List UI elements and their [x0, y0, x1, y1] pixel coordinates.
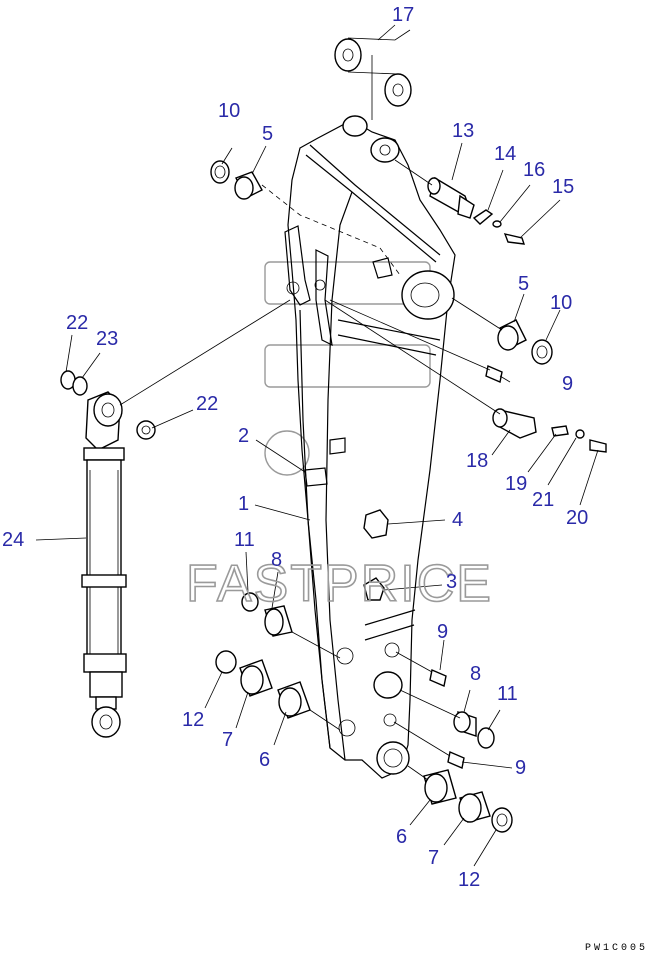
bushings-lower-right [393, 651, 513, 833]
callout-12: 12 [458, 869, 480, 891]
callout-7: 7 [222, 729, 233, 751]
shim-17 [334, 24, 412, 120]
callout-11: 11 [234, 529, 255, 551]
callout-2: 2 [238, 425, 249, 447]
bushing-upper-left [210, 160, 263, 200]
boom-body [261, 115, 456, 779]
callout-6: 6 [259, 749, 270, 771]
callout-8: 8 [470, 663, 481, 685]
callout-13: 13 [452, 120, 474, 142]
watermark-box-bottom [264, 344, 431, 388]
callout-labels: 17 10 5 13 14 16 15 5 10 22 23 9 22 2 18… [2, 4, 588, 891]
callout-10: 10 [550, 292, 572, 314]
watermark-circle [264, 430, 310, 476]
callout-11: 11 [497, 683, 518, 705]
callout-1: 1 [238, 493, 249, 515]
callout-5: 5 [518, 273, 529, 295]
callout-23: 23 [96, 328, 118, 350]
callout-7: 7 [428, 847, 439, 869]
bushings-lower-left [215, 592, 341, 731]
boom-cylinder-24 [60, 299, 291, 738]
callout-22: 22 [66, 312, 88, 334]
callout-9: 9 [515, 757, 526, 779]
callout-5: 5 [262, 123, 273, 145]
callout-19: 19 [505, 473, 527, 495]
bushing-right [451, 297, 553, 365]
pin-13 [394, 159, 526, 245]
callout-20: 20 [566, 507, 588, 529]
callout-12: 12 [182, 709, 204, 731]
callout-6: 6 [396, 826, 407, 848]
callout-9: 9 [437, 621, 448, 643]
callout-24: 24 [2, 529, 24, 551]
callout-17: 17 [392, 4, 414, 26]
leader-lines [35, 142, 599, 867]
callout-16: 16 [523, 159, 545, 181]
pin-18 [324, 299, 607, 453]
callout-15: 15 [552, 176, 574, 198]
callout-18: 18 [466, 450, 488, 472]
callout-21: 21 [532, 489, 554, 511]
callout-14: 14 [494, 143, 516, 165]
drawing-code: PW1C005 [585, 943, 648, 954]
callout-4: 4 [452, 509, 463, 531]
grease-fitting-9-upper [329, 299, 503, 383]
callout-9: 9 [562, 373, 573, 395]
callout-22: 22 [196, 393, 218, 415]
callout-3: 3 [446, 571, 457, 593]
watermark-text: FASTPRICE [186, 555, 493, 613]
callout-10: 10 [218, 100, 240, 122]
callout-8: 8 [271, 549, 282, 571]
